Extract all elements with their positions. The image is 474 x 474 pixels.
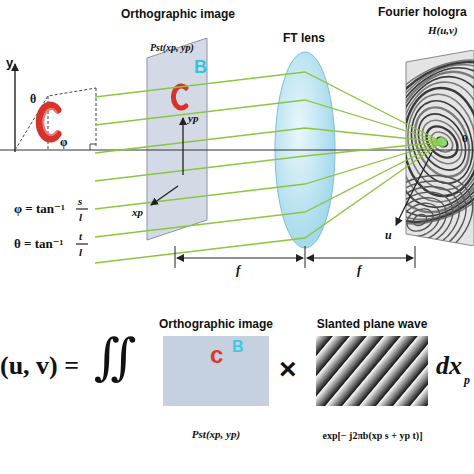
dimension-tick: [175, 246, 176, 268]
right-angle-mark: [90, 144, 96, 150]
object-letter: c: [210, 342, 223, 368]
dimension-label: f: [357, 263, 361, 277]
function-label: H(u,v): [428, 24, 458, 36]
plane-wave-box-shape: [316, 336, 428, 406]
axis-label: y: [6, 56, 13, 70]
equation-part: dx: [436, 352, 462, 381]
object-letter: B: [194, 58, 207, 78]
orthographic-image-box: Orthographic imagecBPst(xp, yp): [163, 336, 269, 406]
equation-part: p: [464, 374, 470, 387]
box-heading: Orthographic image: [158, 318, 274, 331]
integral-sign: ∬: [94, 330, 137, 385]
ring-object: [39, 105, 58, 139]
angle-label: θ: [462, 132, 468, 144]
angle-label: φ: [60, 136, 68, 149]
angle-label: θ: [30, 93, 36, 106]
plane-wave-box: Slanted plane waveexp[− j2πb(xp s + yp t…: [316, 336, 428, 406]
axis-label: xp: [132, 206, 143, 218]
dimension-tick: [305, 246, 306, 268]
hologram-heading: Fourier hologra: [378, 6, 467, 19]
hologram-plane-shape: [400, 50, 474, 246]
equation-part: (u, v) =: [0, 352, 79, 381]
fraction-part: l: [79, 246, 82, 258]
dimension-line: [360, 258, 413, 259]
formula-label: θ = tan⁻¹: [14, 237, 64, 251]
plane-heading: Orthographic image: [118, 8, 238, 21]
axis-label: u: [385, 229, 392, 242]
dashed-guide: [15, 88, 96, 150]
hologram-plane: Fourier holograH(u,v): [400, 50, 474, 246]
dashed-guide: [96, 88, 97, 146]
function-label: Pst(xp, yp): [150, 42, 194, 53]
dimension-label: f: [236, 263, 240, 277]
dimension-line: [177, 258, 240, 259]
lens-heading: FT lens: [283, 32, 325, 45]
ft-lens-shape: [273, 50, 337, 250]
dimension-tick: [415, 246, 416, 268]
dimension-line: [307, 258, 360, 259]
fraction-bar: [76, 243, 88, 244]
formula-label: φ = tan⁻¹: [14, 202, 65, 216]
y-axis: [14, 64, 15, 152]
dimension-line: [240, 258, 303, 259]
fraction-bar: [76, 208, 88, 209]
function-label: Pst(xp, yp): [163, 428, 269, 440]
ft-lens: FT lens: [273, 50, 337, 250]
ring-highlight: [43, 109, 57, 135]
image-plane: Orthographic imagePst(xp, yp)B: [145, 36, 209, 242]
fraction-part: l: [79, 211, 82, 223]
object-letter: B: [232, 338, 244, 356]
operator-sign: ×: [279, 352, 297, 385]
fraction-part: s: [78, 195, 82, 207]
dashed-guide: [48, 96, 49, 150]
formula-label: exp[− j2πb(xp s + yp t)]: [290, 430, 455, 441]
fraction-part: t: [79, 230, 82, 242]
axis-label: yp: [188, 112, 198, 124]
box-heading: Slanted plane wave: [310, 318, 434, 331]
optical-axis: [0, 150, 474, 151]
